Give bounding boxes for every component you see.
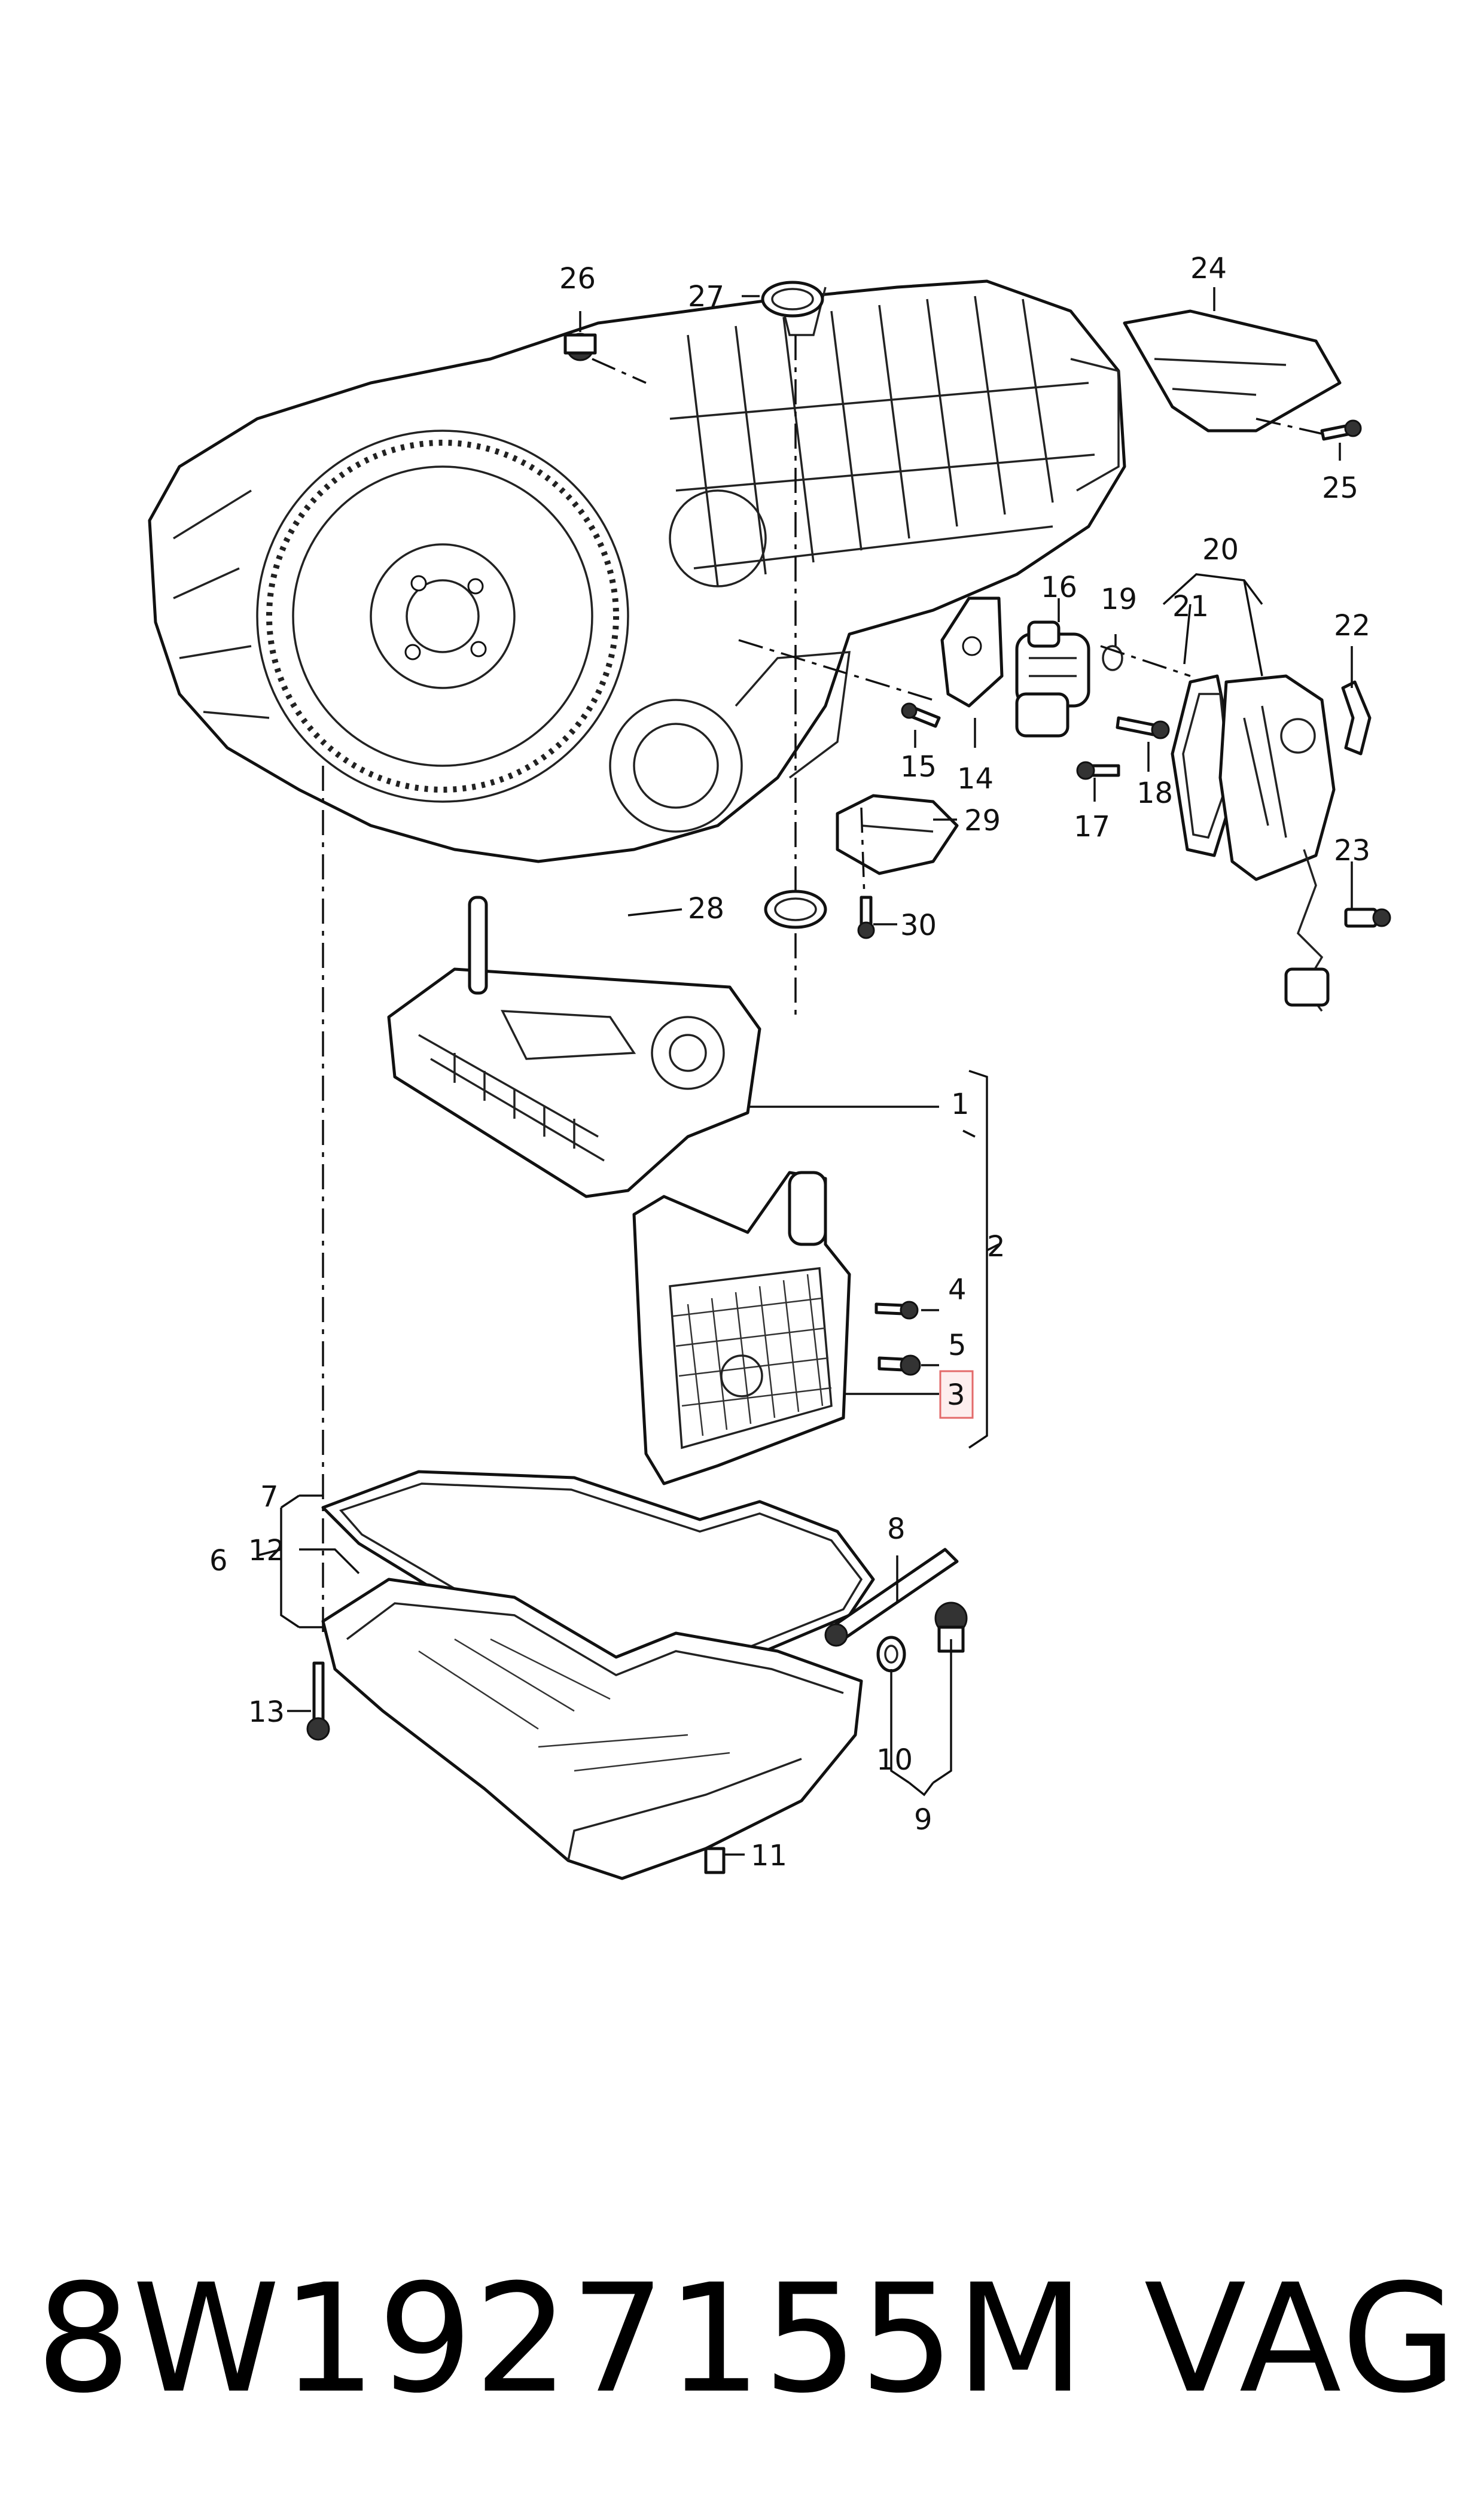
- callout-21: 21: [1172, 590, 1209, 623]
- callout-5: 5: [948, 1329, 967, 1362]
- transmission-housing: [148, 279, 1126, 863]
- callout-18: 18: [1136, 777, 1173, 810]
- footer: 8W1927155M VAG: [36, 2249, 1459, 2429]
- oil-pan-assembly: [306, 1470, 968, 1880]
- callout-28: 28: [688, 892, 724, 925]
- callout-19: 19: [1101, 583, 1137, 616]
- callout-2: 2: [987, 1230, 1005, 1263]
- callout-4: 4: [948, 1273, 967, 1307]
- callout-10: 10: [876, 1743, 913, 1777]
- valve-and-cover-cluster: [563, 281, 1391, 1012]
- callout-26: 26: [559, 262, 596, 296]
- callout-15: 15: [900, 750, 937, 784]
- callout-13: 13: [248, 1695, 285, 1729]
- callout-24: 24: [1190, 252, 1227, 285]
- callout-27: 27: [688, 280, 724, 313]
- callout-3: 3: [947, 1378, 965, 1412]
- callout-8: 8: [887, 1512, 906, 1546]
- callout-20: 20: [1202, 533, 1239, 567]
- callout-22: 22: [1334, 609, 1370, 643]
- callout-11: 11: [751, 1839, 787, 1872]
- callout-12: 12: [248, 1534, 285, 1567]
- centerlines: [322, 335, 1323, 1633]
- leader-lines: [257, 287, 1353, 1856]
- part-number: 8W1927155M: [36, 2252, 1086, 2426]
- callout-25: 25: [1322, 471, 1358, 505]
- brand-label: VAG: [1144, 2252, 1459, 2426]
- callout-6: 6: [209, 1544, 228, 1578]
- callout-7: 7: [260, 1480, 279, 1514]
- callouts: 26 27 24 25 20 16 19 21 22 15 14 18 17 2…: [209, 252, 1370, 1872]
- filter-plate: [632, 1171, 921, 1485]
- callout-16: 16: [1041, 571, 1077, 604]
- highlight-box: [939, 1370, 974, 1419]
- callout-17: 17: [1074, 810, 1110, 844]
- callout-14: 14: [957, 762, 994, 796]
- callout-30: 30: [900, 909, 937, 942]
- callout-9: 9: [914, 1803, 933, 1837]
- callout-29: 29: [964, 804, 1001, 838]
- callout-23: 23: [1334, 834, 1370, 867]
- callout-1: 1: [951, 1088, 970, 1121]
- mechatronic-unit: [387, 896, 761, 1198]
